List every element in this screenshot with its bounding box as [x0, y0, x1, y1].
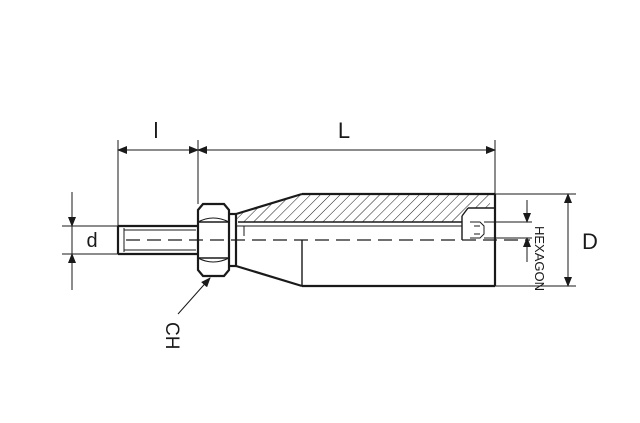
label-CH: CH: [161, 322, 182, 349]
dimension-l: l: [117, 118, 199, 154]
label-D: D: [582, 229, 598, 254]
dimension-hexagon: HEXAGON: [484, 200, 547, 291]
threaded-stud: [116, 224, 198, 256]
part-outline: [116, 192, 530, 288]
label-L: L: [338, 118, 350, 143]
dimension-D: D: [495, 193, 598, 287]
label-d: d: [86, 230, 97, 252]
leader-CH: CH: [161, 277, 211, 349]
dimension-d: d: [62, 192, 118, 290]
label-l: l: [154, 118, 159, 143]
label-hexagon: HEXAGON: [532, 226, 547, 291]
hex-nut: [196, 202, 231, 278]
dimension-L: L: [197, 118, 496, 154]
hatched-section: [236, 194, 490, 222]
